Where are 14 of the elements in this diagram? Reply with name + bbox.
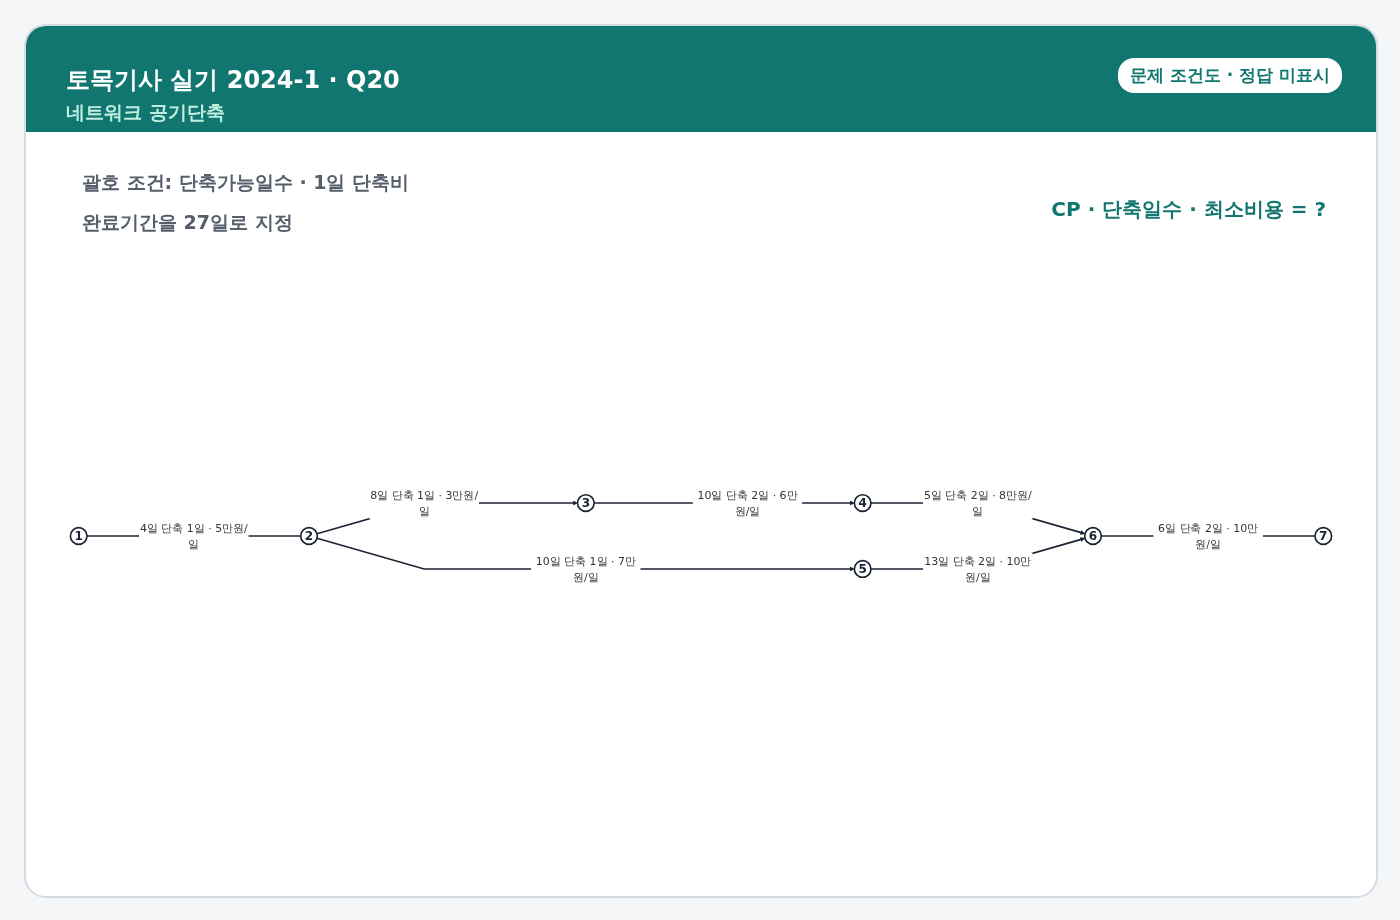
subtitle: 네트워크 공기단축 — [66, 100, 225, 125]
event-circle: 1 — [69, 526, 88, 546]
event-circle: 2 — [299, 526, 319, 546]
event-circle: 4 — [853, 493, 872, 513]
question-text: CP · 단축일수 · 최소비용 = ? — [1051, 196, 1326, 223]
event-circle: 6 — [1083, 526, 1103, 546]
event-circle: 7 — [1314, 526, 1333, 546]
event-circle: 3 — [576, 493, 595, 513]
note-text: 괄호 조건: 단축가능일수 · 1일 단축비 — [82, 170, 410, 195]
edge-label: 13일 단축 2일 · 10만원/일 — [923, 552, 1033, 586]
title: 토목기사 실기 2024-1 · Q20 — [66, 65, 400, 96]
note-text: 완료기간을 27일로 지정 — [82, 210, 293, 235]
event-circle: 5 — [853, 559, 872, 579]
status-badge: 문제 조건도 · 정답 미표시 — [1117, 58, 1342, 93]
